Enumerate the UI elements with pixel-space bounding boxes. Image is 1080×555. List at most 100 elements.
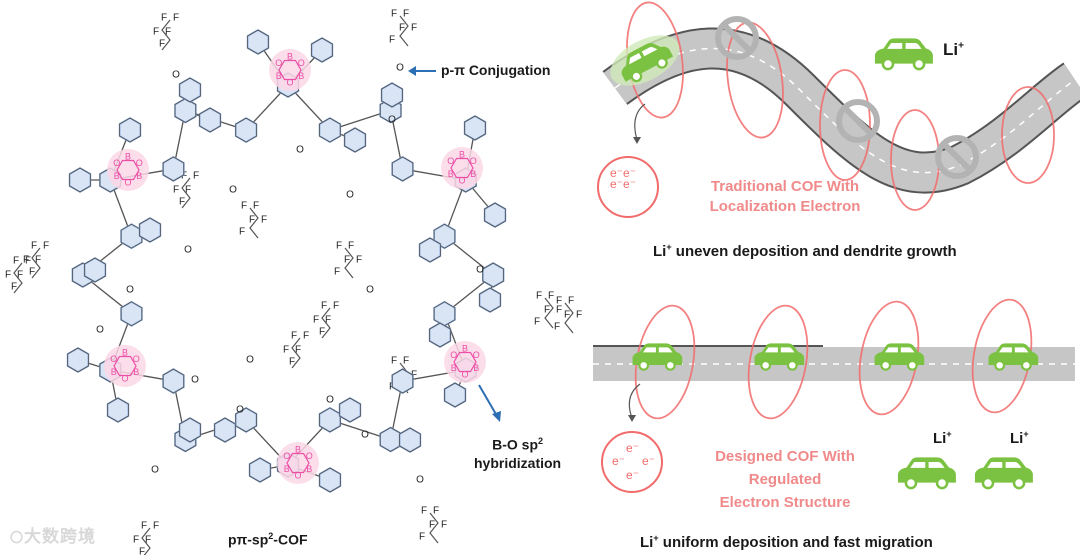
fluorine-atom: F — [411, 370, 417, 381]
fluorine-atom: F — [35, 255, 41, 266]
fluorine-atom: F — [193, 171, 199, 182]
boron-atom: B — [111, 367, 117, 377]
fluorine-atom: F — [11, 282, 17, 293]
electron-cluster-top: e⁻e⁻ e⁻e⁻ — [610, 166, 637, 191]
conjugation-arrow — [408, 66, 436, 76]
oxygen-atom: O — [416, 475, 424, 486]
oxygen-atom: O — [286, 77, 293, 87]
benzene-ring — [178, 77, 202, 103]
fluorine-atom: F — [536, 291, 542, 302]
fluorine-atom: F — [556, 305, 562, 316]
fluorine-atom: F — [325, 315, 331, 326]
benzene-ring — [246, 29, 270, 55]
side-chain — [161, 19, 171, 51]
oxygen-atom: O — [229, 185, 237, 196]
fluorine-atom: F — [165, 27, 171, 38]
benzene-ring — [178, 417, 202, 443]
hybridization-label: B-O sp2 hybridization — [474, 436, 562, 471]
boron-atom: B — [306, 464, 312, 474]
oxygen-atom: O — [96, 325, 104, 336]
watermark-logo: 〇大数跨境 — [10, 527, 97, 547]
boron-atom: B — [473, 363, 479, 373]
benzene-ring — [318, 117, 342, 144]
car-icon-legend-2 — [974, 456, 1034, 490]
fluorine-atom: F — [419, 532, 425, 543]
benzene-ring — [343, 127, 367, 153]
fluorine-atom: F — [141, 521, 147, 532]
fluorine-atom: F — [333, 301, 339, 312]
fluorine-atom: F — [31, 241, 37, 252]
side-chain — [249, 207, 259, 239]
oxygen-atom: O — [283, 451, 290, 461]
benzene-ring — [418, 237, 442, 263]
benzene-ring — [380, 82, 404, 108]
fluorine-atom: F — [43, 241, 49, 252]
fluorine-atom: F — [17, 270, 23, 281]
oxygen-atom: O — [184, 245, 192, 256]
fluorine-atom: F — [303, 331, 309, 342]
fluorine-atom: F — [403, 9, 409, 20]
benzene-ring — [443, 382, 467, 408]
fluorine-atom: F — [239, 227, 245, 238]
fluorine-atom: F — [29, 267, 35, 278]
benzene-ring — [83, 257, 107, 283]
oxygen-atom: O — [126, 285, 134, 296]
boron-atom: B — [125, 151, 131, 161]
boron-atom: B — [295, 444, 301, 454]
benzene-ring — [118, 117, 142, 143]
oxygen-atom: O — [298, 58, 305, 68]
fluorine-atom: F — [534, 317, 540, 328]
car-icon-legend-1 — [897, 456, 957, 490]
side-chain — [181, 177, 191, 209]
oxygen-atom: O — [172, 70, 180, 81]
hybridization-arrow — [478, 384, 501, 422]
oxygen-atom: O — [236, 405, 244, 416]
li-legend-bottom-2: Li+ — [1010, 429, 1029, 447]
oxygen-atom: O — [294, 470, 301, 480]
localized-electron-circle — [597, 156, 659, 218]
oxygen-atom: O — [133, 354, 140, 364]
boroxine-ring — [444, 341, 486, 383]
boron-atom: B — [136, 171, 142, 181]
side-chain — [141, 527, 151, 555]
oxygen-atom: O — [388, 115, 396, 126]
fluorine-atom: F — [356, 255, 362, 266]
li-legend-bottom-1: Li+ — [933, 429, 952, 447]
fluorine-atom: F — [13, 256, 19, 267]
fluorine-atom: F — [153, 521, 159, 532]
oxygen-atom: O — [470, 156, 477, 166]
boroxine-ring — [104, 345, 146, 387]
benzene-ring — [162, 155, 185, 182]
fluorine-atom: F — [421, 506, 427, 517]
benzene-ring — [138, 217, 162, 243]
benzene-ring — [428, 322, 452, 348]
fluorine-atom: F — [181, 171, 187, 182]
oxygen-atom: O — [110, 354, 117, 364]
oxygen-atom: O — [306, 451, 313, 461]
benzene-ring — [391, 155, 414, 182]
oxygen-atom: O — [121, 373, 128, 383]
fluorine-atom: F — [336, 241, 342, 252]
boron-atom: B — [284, 464, 290, 474]
boroxine-ring — [269, 49, 311, 91]
boroxine-ring — [441, 147, 483, 189]
boron-atom: B — [448, 169, 454, 179]
oxygen-atom: O — [476, 265, 484, 276]
fluorine-atom: F — [548, 291, 554, 302]
boron-atom: B — [122, 347, 128, 357]
oxygen-atom: O — [461, 369, 468, 379]
benzene-ring — [398, 427, 422, 453]
boron-atom: B — [470, 169, 476, 179]
benzene-ring — [391, 368, 414, 395]
fluorine-atom: F — [291, 331, 297, 342]
oxygen-atom: O — [473, 350, 480, 360]
fluorine-atom: F — [295, 345, 301, 356]
side-chain — [429, 512, 439, 544]
oxygen-atom: O — [447, 156, 454, 166]
fluorine-atom: F — [261, 215, 267, 226]
fluorine-atom: F — [133, 535, 139, 546]
oxygen-atom: O — [296, 145, 304, 156]
fluorine-atom: F — [433, 506, 439, 517]
boron-atom: B — [298, 71, 304, 81]
